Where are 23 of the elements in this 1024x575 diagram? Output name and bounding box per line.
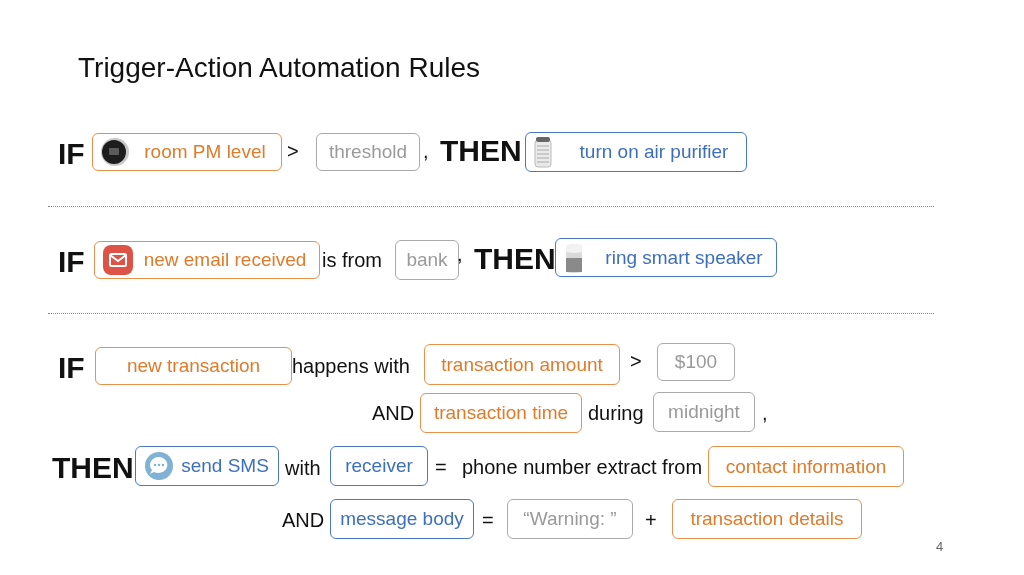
- rule-text: AND: [372, 402, 415, 424]
- rule-text: ,: [423, 140, 429, 162]
- rule-text: ,: [762, 402, 768, 424]
- rule-text: +: [645, 509, 657, 531]
- rule-text: AND: [282, 509, 325, 531]
- rule-text: happens with: [292, 355, 410, 377]
- keyword: THEN: [474, 242, 556, 275]
- rule-text: ,: [457, 243, 463, 265]
- keyword: THEN: [440, 134, 522, 167]
- rule-text: with: [285, 457, 321, 479]
- rule-text: is from: [322, 249, 382, 271]
- page-number: 4: [936, 540, 944, 555]
- rule-text: =: [482, 509, 494, 531]
- keyword: THEN: [52, 451, 134, 484]
- rule-text: >: [630, 350, 642, 372]
- slide-title: Trigger-Action Automation Rules: [78, 52, 481, 84]
- keyword: IF: [58, 137, 85, 170]
- rule-text: =: [435, 456, 447, 478]
- rule-text: >: [287, 140, 299, 162]
- keyword: IF: [58, 245, 85, 278]
- keyword: IF: [58, 351, 85, 384]
- rule-text: during: [588, 402, 644, 424]
- rule-text: phone number extract from: [462, 456, 703, 478]
